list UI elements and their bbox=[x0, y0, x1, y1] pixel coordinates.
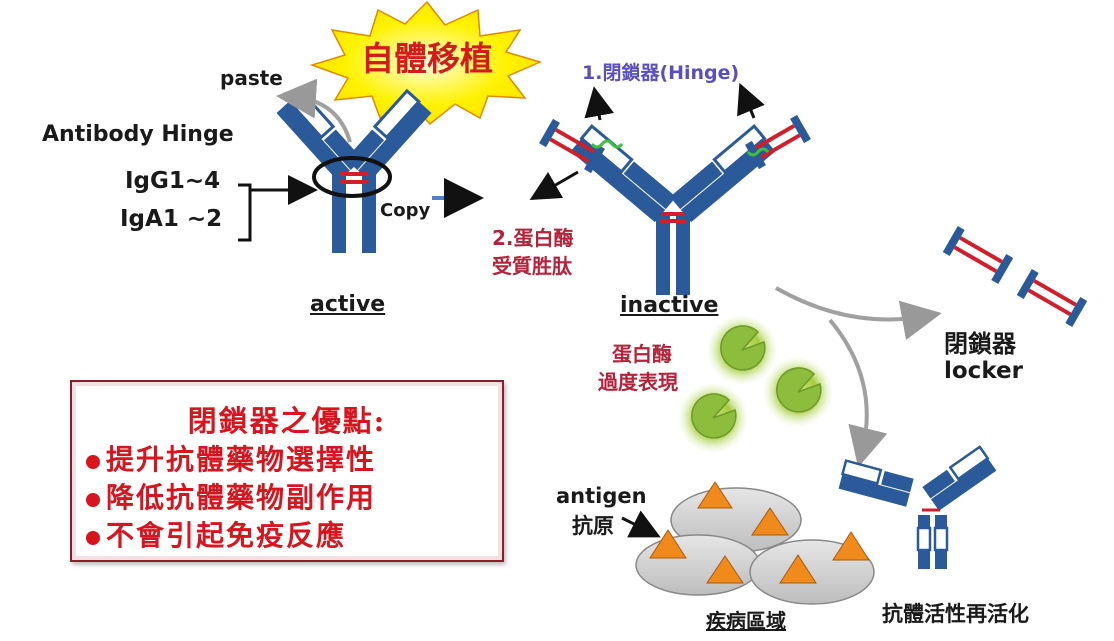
advantage-item: 不會引起免疫反應 bbox=[86, 514, 346, 554]
hinge-label: 1.閉鎖器(Hinge) bbox=[582, 62, 740, 84]
reactivated-antibody bbox=[838, 445, 997, 569]
reactivated-label: 抗體活性再活化 bbox=[882, 602, 1029, 626]
title-burst-shape bbox=[309, 0, 543, 126]
protease-enzyme bbox=[764, 358, 832, 426]
antigen-label-zh: 抗原 bbox=[572, 514, 614, 538]
igg-label: IgG1~4 bbox=[125, 168, 221, 194]
antibody-hinge-label: Antibody Hinge bbox=[42, 122, 234, 147]
advantages-box: 閉鎖器之優點: 提升抗體藥物選擇性 降低抗體藥物副作用 不會引起免疫反應 bbox=[70, 380, 504, 562]
locker-label-zh: 閉鎖器 bbox=[944, 330, 1016, 358]
bullet-icon bbox=[86, 492, 100, 507]
protease-overexp-line1: 蛋白酶 bbox=[612, 342, 672, 366]
advantage-item: 降低抗體藥物副作用 bbox=[86, 476, 376, 516]
free-locker bbox=[1016, 269, 1088, 327]
advantages-title: 閉鎖器之優點: bbox=[187, 404, 387, 438]
protease-enzyme bbox=[708, 316, 776, 384]
disease-area-label: 疾病區域 bbox=[706, 609, 786, 633]
title-burst-text: 自體移植 bbox=[361, 39, 493, 78]
copy-label: Copy bbox=[380, 200, 431, 221]
active-label: active bbox=[310, 292, 386, 317]
bullet-icon bbox=[86, 454, 100, 469]
inactive-label: inactive bbox=[620, 293, 719, 318]
free-locker bbox=[942, 226, 1014, 284]
advantage-item: 提升抗體藥物選擇性 bbox=[86, 438, 376, 478]
bullet-icon bbox=[86, 530, 100, 545]
disease-area bbox=[635, 481, 875, 605]
paste-label: paste bbox=[220, 66, 283, 90]
protease-enzyme bbox=[679, 384, 747, 452]
active-antibody bbox=[276, 88, 432, 253]
protease-label-line1: 2.蛋白酶 bbox=[492, 226, 574, 250]
inactive-antibody bbox=[539, 114, 811, 295]
protease-label-line2: 受質胜肽 bbox=[492, 254, 572, 278]
protease-overexp-line2: 過度表現 bbox=[598, 370, 678, 394]
iga-label: IgA1 ~2 bbox=[120, 206, 223, 232]
antigen-label-en: antigen bbox=[556, 484, 647, 508]
locker-label-en: locker bbox=[944, 358, 1023, 384]
